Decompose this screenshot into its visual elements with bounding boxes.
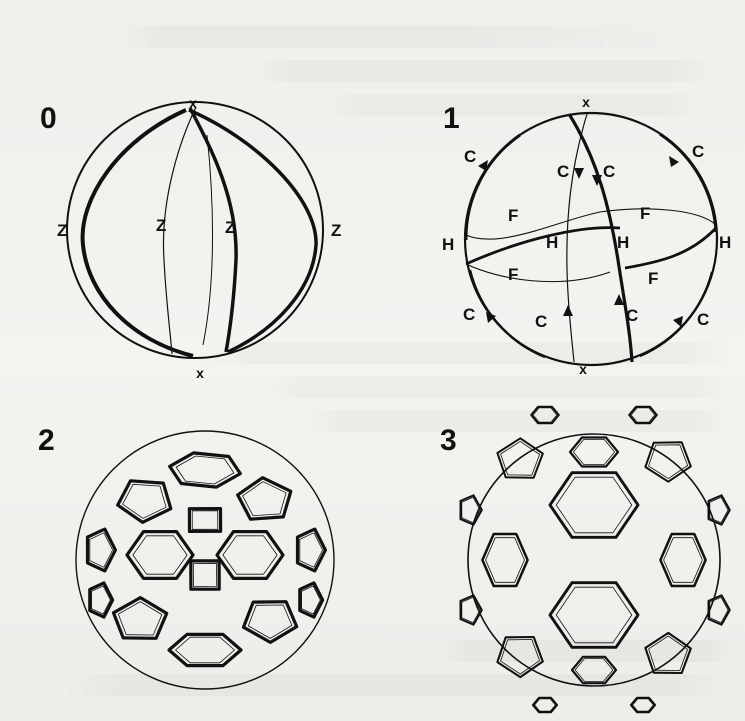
cell-3-inner-14 bbox=[533, 408, 557, 422]
cell-2-6 bbox=[217, 532, 283, 579]
panel-1: 1 bbox=[442, 94, 731, 377]
cell-2-3 bbox=[88, 529, 116, 571]
cell-2-4 bbox=[298, 529, 326, 571]
cell-3-4 bbox=[482, 534, 527, 586]
cell-2-5 bbox=[127, 532, 193, 579]
label-1-f-upper-right: F bbox=[640, 204, 650, 223]
label-0-inner-left: Z bbox=[156, 216, 166, 235]
label-1-h-left: H bbox=[442, 235, 454, 254]
cell-3-inner-16 bbox=[535, 699, 556, 711]
equator-1-thick-left bbox=[466, 228, 620, 264]
cell-2-inner-0 bbox=[176, 456, 234, 484]
label-0-top: x bbox=[189, 95, 197, 111]
sphere-outline-0 bbox=[67, 102, 323, 358]
panel-number-3: 3 bbox=[440, 424, 457, 457]
meridian-inner-thin-2 bbox=[203, 135, 213, 345]
label-1-c-lower-mid-left: C bbox=[535, 312, 547, 331]
panel-number-0: 0 bbox=[40, 102, 57, 135]
arrow-c-ur bbox=[669, 156, 679, 167]
panel-2: 2 bbox=[38, 424, 334, 689]
cell-2-inner-10 bbox=[176, 637, 235, 663]
label-1-bottom: x bbox=[579, 361, 587, 377]
cell-3-inner-15 bbox=[631, 408, 655, 422]
cell-2-2 bbox=[238, 478, 291, 520]
cell-2-inner-6 bbox=[223, 536, 277, 574]
label-0-bottom: x bbox=[196, 365, 204, 381]
cell-2-inner-11 bbox=[192, 511, 218, 530]
cell-network-3 bbox=[461, 407, 730, 713]
cell-2-11 bbox=[189, 509, 220, 532]
label-1-c-upper-mid-right: C bbox=[603, 162, 615, 181]
label-0-left: Z bbox=[57, 221, 67, 240]
label-1-h-inner-right: H bbox=[617, 233, 629, 252]
label-1-h-inner-left: H bbox=[546, 233, 558, 252]
cell-3-inner-17 bbox=[633, 699, 654, 711]
cell-2-12 bbox=[90, 583, 113, 617]
cell-3-9 bbox=[572, 657, 616, 683]
cell-2-8 bbox=[114, 598, 167, 639]
panel-number-1: 1 bbox=[443, 102, 460, 135]
cell-3-11 bbox=[709, 495, 730, 524]
cell-3-0 bbox=[550, 473, 638, 538]
cell-3-inner-0 bbox=[556, 477, 632, 533]
cell-3-inner-1 bbox=[556, 587, 632, 643]
cell-3-13 bbox=[709, 595, 730, 624]
label-1-c-lower-left: C bbox=[463, 305, 475, 324]
label-1-f-upper-left: F bbox=[508, 206, 518, 225]
meridian-inner-thin bbox=[163, 107, 196, 354]
panel-3: 3 bbox=[440, 407, 730, 713]
arrow-c-lml bbox=[563, 305, 573, 316]
panel-0: 0 x x Z Z Z Z bbox=[40, 95, 341, 381]
cell-3-inner-5 bbox=[664, 538, 703, 583]
label-1-f-lower-right: F bbox=[648, 269, 658, 288]
outline-1-thick-ur bbox=[660, 134, 716, 232]
label-1-c-lower-mid-right: C bbox=[626, 306, 638, 325]
cell-3-8 bbox=[570, 438, 618, 467]
label-1-h-right: H bbox=[719, 233, 731, 252]
cell-2-7 bbox=[191, 561, 219, 589]
cell-2-inner-7 bbox=[193, 563, 216, 586]
cell-3-14 bbox=[531, 407, 559, 424]
cell-3-7 bbox=[645, 633, 690, 673]
cell-2-1 bbox=[118, 481, 171, 523]
cell-network-2 bbox=[88, 453, 326, 666]
cell-3-inner-4 bbox=[486, 538, 525, 583]
cell-3-15 bbox=[629, 407, 657, 424]
equator-1-thin bbox=[466, 209, 716, 239]
cell-3-inner-9 bbox=[575, 659, 613, 682]
arrowheads-1 bbox=[478, 156, 683, 327]
cell-3-inner-8 bbox=[573, 440, 614, 465]
cell-2-0 bbox=[170, 453, 241, 487]
label-1-c-upper-mid-left: C bbox=[557, 162, 569, 181]
cell-2-13 bbox=[300, 583, 323, 617]
cell-3-1 bbox=[550, 583, 638, 648]
arrow-c-uml bbox=[574, 168, 584, 179]
cell-2-9 bbox=[244, 602, 297, 643]
label-1-c-lower-right: C bbox=[697, 310, 709, 329]
cell-3-16 bbox=[533, 698, 557, 712]
cell-3-17 bbox=[631, 698, 655, 712]
meridian-1-thin bbox=[567, 114, 587, 362]
label-0-right: Z bbox=[331, 221, 341, 240]
equator-1-thick-right bbox=[625, 228, 716, 268]
label-1-c-upper-left: C bbox=[464, 147, 476, 166]
label-1-c-upper-right: C bbox=[692, 142, 704, 161]
label-1-f-lower-left: F bbox=[508, 265, 518, 284]
cell-3-3 bbox=[645, 442, 690, 481]
label-0-inner-right: Z bbox=[225, 218, 235, 237]
meridian-thick-left bbox=[83, 110, 193, 356]
cell-2-inner-5 bbox=[133, 536, 187, 574]
equator-1-thin-2 bbox=[466, 264, 610, 282]
cell-3-5 bbox=[660, 534, 705, 586]
label-1-top: x bbox=[582, 94, 590, 110]
panel-number-2: 2 bbox=[38, 424, 55, 457]
cell-2-10 bbox=[169, 634, 241, 665]
